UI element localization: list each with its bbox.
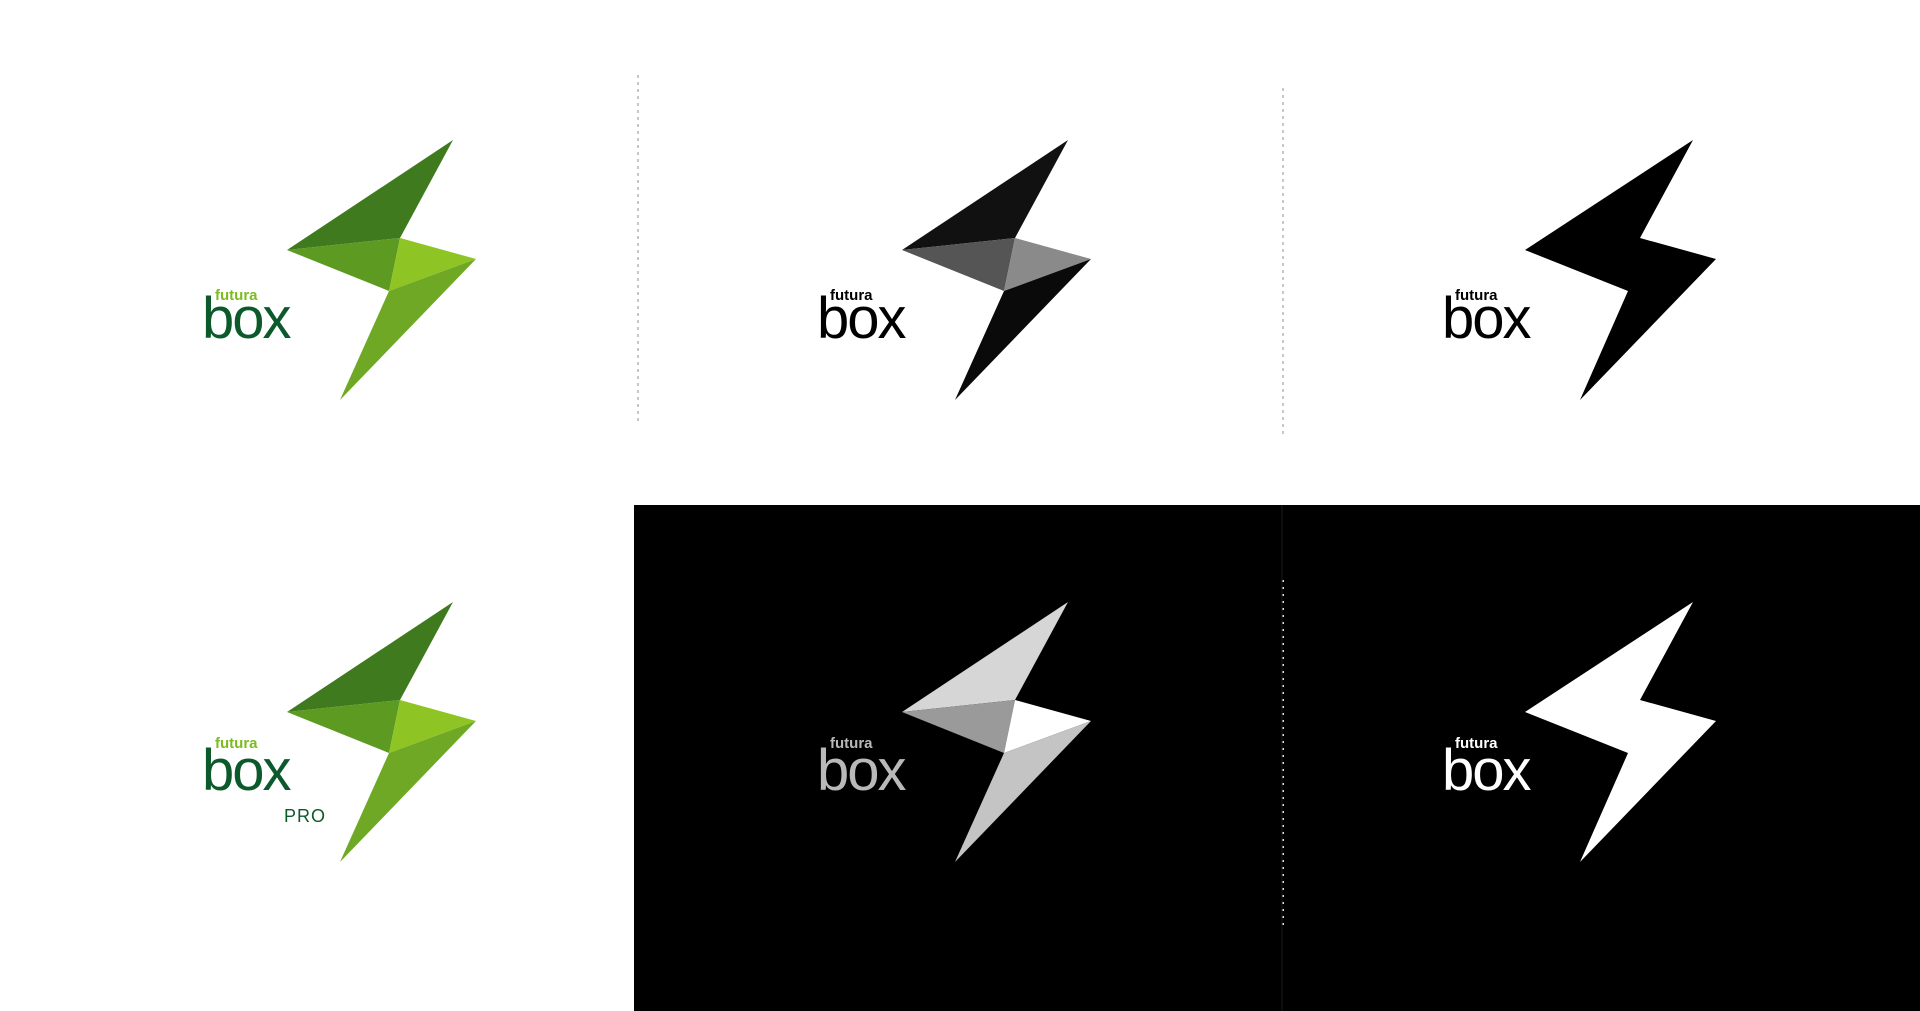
brand-subword: futura: [215, 287, 258, 304]
brand-subword: futura: [1455, 735, 1498, 752]
dotted-divider: [636, 75, 640, 425]
dotted-divider: [1281, 580, 1285, 930]
logo-silver-gradient: futura box: [815, 600, 1105, 870]
brand-word: box: [1442, 738, 1532, 803]
brand-subword: futura: [830, 735, 873, 752]
logo-green-gradient-pro: futura box PRO: [200, 600, 490, 870]
brand-word: box: [1442, 286, 1532, 351]
lightning-bolt-icon: [287, 602, 476, 862]
logo-white-flat: futura box: [1440, 600, 1730, 870]
dotted-divider: [1281, 88, 1285, 438]
brand-word: box: [202, 738, 292, 803]
lightning-bolt-icon: [287, 140, 476, 400]
brand-word: box: [202, 286, 292, 351]
brand-word: box: [817, 286, 907, 351]
dark-background-panel: [634, 505, 1920, 1011]
logo-black-gradient: futura box: [815, 138, 1105, 408]
brand-subword: futura: [830, 287, 873, 304]
lightning-bolt-icon: [1525, 140, 1716, 400]
brand-subword: futura: [215, 735, 258, 752]
variant-label: PRO: [284, 806, 326, 826]
brand-subword: futura: [1455, 287, 1498, 304]
lightning-bolt-icon: [902, 140, 1091, 400]
logo-green-gradient: futura box: [200, 138, 490, 408]
brand-word: box: [817, 738, 907, 803]
lightning-bolt-icon: [1525, 602, 1716, 862]
lightning-bolt-icon: [902, 602, 1091, 862]
panel-seam: [1281, 505, 1283, 1011]
logo-black-flat: futura box: [1440, 138, 1730, 408]
